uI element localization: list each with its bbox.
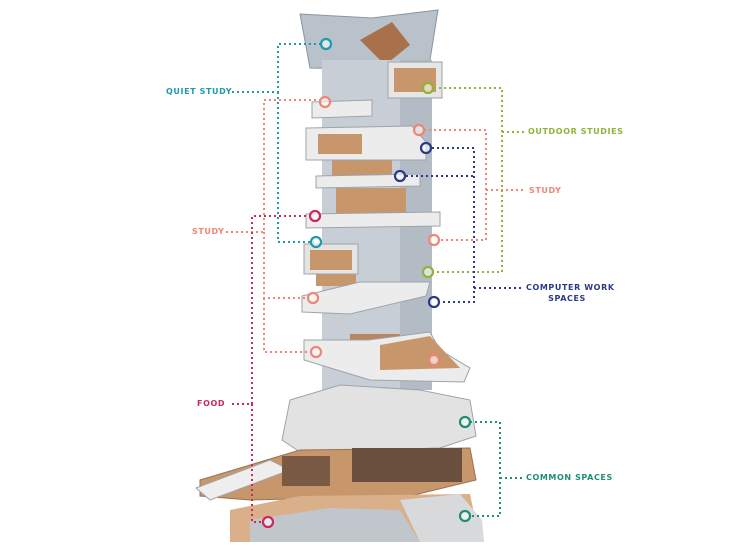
marker-computer-work [393,169,407,183]
base-dark-void [282,456,330,486]
marker-study [427,353,441,367]
marker-computer-work [427,295,441,309]
marker-food [308,209,322,223]
marker-rings [261,37,472,529]
marker-outdoor-studies [421,81,435,95]
leader-quiet-study [232,43,324,93]
label-computer-work-spaces: COMPUTER WORK SPACES [526,282,615,304]
base-lower-grey [250,508,420,542]
label-study-left: STUDY [192,227,225,236]
marker-outdoor-studies [421,265,435,279]
marker-common-spaces [458,509,472,523]
leader-lines [226,43,524,523]
slab-level-6-wood [310,250,352,270]
leader-computer-work [432,147,475,303]
marker-study [309,345,323,359]
slab-level-5 [305,211,441,229]
marker-study [306,291,320,305]
marker-study [412,123,426,137]
slab-level-3-wood [318,134,362,154]
marker-quiet-study [319,37,333,51]
base-dark-void [352,448,462,482]
label-quiet-study: QUIET STUDY [166,87,233,96]
leader-study-left-c [263,298,312,353]
label-study-right: STUDY [529,186,562,195]
marker-study [318,95,332,109]
slab-level-4 [315,173,421,189]
marker-quiet-study [309,235,323,249]
base-globe [400,494,484,542]
wood-volume [336,188,406,214]
label-outdoor-studies: OUTDOOR STUDIES [528,127,624,136]
label-common-spaces: COMMON SPACES [526,473,613,482]
marker-common-spaces [458,415,472,429]
label-food: FOOD [197,399,226,408]
leader-quiet-study-branch [277,92,314,243]
leader-study-left [226,99,320,233]
label-computer-work-line2: SPACES [548,294,586,303]
leader-common-spaces [470,421,501,517]
tower-crown-cavity [360,22,410,65]
floor-slabs [301,61,471,383]
leader-study-right [424,129,487,241]
slab-level-7 [301,281,431,315]
slab-level-8-wood [380,336,460,370]
marker-food [261,515,275,529]
label-computer-work-line1: COMPUTER WORK [526,283,615,292]
leader-food [232,215,310,405]
base-upper-wing [281,384,477,453]
tower-base [195,384,484,542]
leader-study-left-b [263,232,308,299]
marker-study [427,233,441,247]
leader-outdoor-studies [428,87,503,273]
marker-computer-work [419,141,433,155]
